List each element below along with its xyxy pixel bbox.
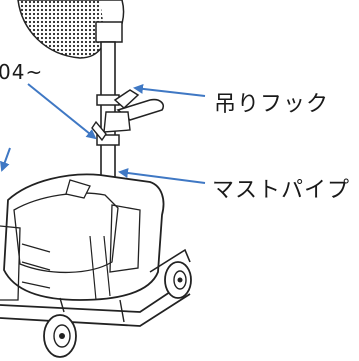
- hook-assembly: [91, 89, 165, 142]
- rear-wheel: [164, 261, 192, 299]
- arrow-left-edge: [0, 147, 11, 172]
- callout-arrows: [0, 83, 206, 184]
- partial-label: 04~: [0, 60, 44, 84]
- front-wheel: [43, 314, 77, 358]
- arrow-partial-label: [27, 83, 97, 140]
- lamp-head: [17, 0, 125, 59]
- ballast-base: [0, 173, 165, 301]
- hook-label: 吊りフック: [214, 92, 330, 117]
- mast-pipe-label: マストパイプ: [212, 178, 351, 203]
- arrow-mast-pipe: [118, 168, 206, 184]
- arrow-hook: [133, 83, 206, 97]
